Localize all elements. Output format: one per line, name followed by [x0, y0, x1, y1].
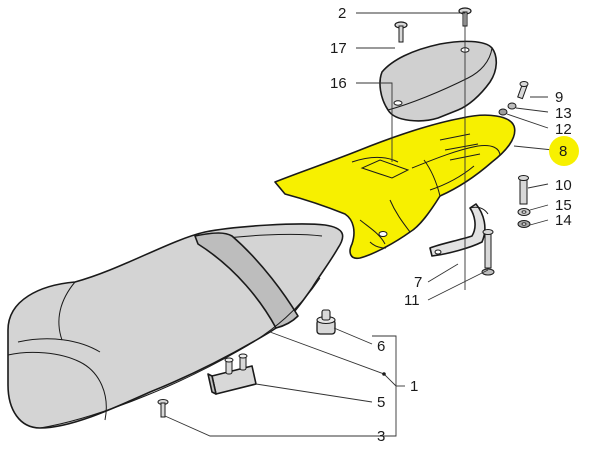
leader-lines: [164, 12, 554, 437]
label-14[interactable]: 14: [555, 212, 572, 229]
label-8[interactable]: 8: [559, 143, 567, 160]
label-11[interactable]: 11: [404, 292, 420, 309]
top-cushion[interactable]: [379, 40, 498, 122]
label-5[interactable]: 5: [377, 394, 385, 411]
seat-reference-dot: [382, 372, 386, 376]
label-16[interactable]: 16: [330, 75, 347, 92]
label-13[interactable]: 13: [555, 105, 572, 122]
rubber-buffer-5[interactable]: [207, 353, 257, 395]
rear-tail-fairing[interactable]: [274, 114, 516, 260]
grab-handle[interactable]: [429, 203, 489, 257]
label-2[interactable]: 2: [338, 5, 346, 22]
washer-15[interactable]: [517, 208, 531, 216]
label-7[interactable]: 7: [414, 274, 422, 291]
rubber-buffer-6[interactable]: [316, 309, 336, 335]
bolt-11[interactable]: [481, 229, 495, 276]
highlight-circle: [549, 136, 579, 166]
washer-13[interactable]: [507, 102, 517, 110]
label-10[interactable]: 10: [555, 177, 572, 194]
label-3[interactable]: 3: [377, 428, 385, 445]
label-12[interactable]: 12: [555, 121, 572, 138]
handle-hole: [434, 249, 442, 255]
label-9[interactable]: 9: [555, 89, 563, 106]
bolt-10[interactable]: [518, 175, 529, 205]
nut-14[interactable]: [517, 220, 531, 228]
label-15[interactable]: 15: [555, 197, 572, 214]
seat-assembly[interactable]: [7, 223, 344, 429]
part-labels: 2 17 16 9 13 12 8 10 15 14 7 11 6 1 5 3: [330, 5, 572, 445]
screw-17[interactable]: [394, 21, 408, 43]
label-17[interactable]: 17: [330, 40, 347, 57]
screw-3[interactable]: [157, 399, 169, 418]
cushion-hole-bottom: [393, 100, 403, 106]
fairing-mount-hole: [378, 231, 388, 237]
label-6[interactable]: 6: [377, 338, 385, 355]
label-1[interactable]: 1: [410, 378, 418, 395]
bolt-9[interactable]: [517, 81, 529, 100]
nut-12[interactable]: [498, 108, 508, 116]
